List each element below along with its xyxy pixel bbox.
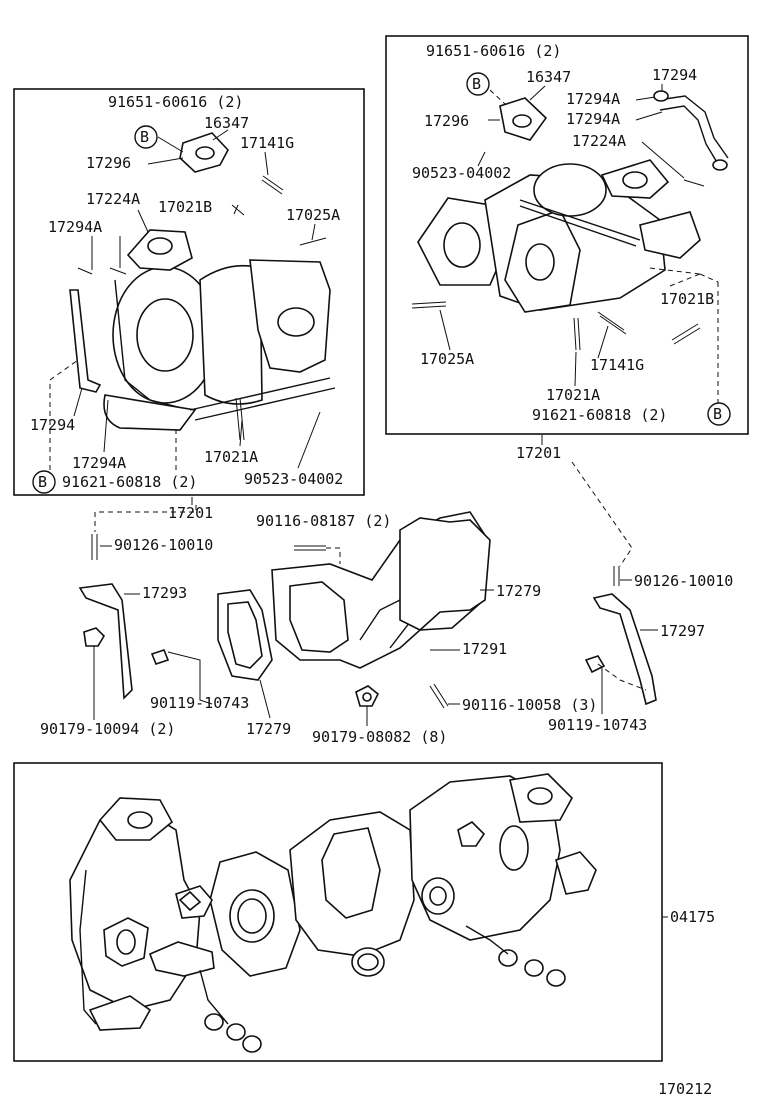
right-label-17294a-2: 17294A [566, 110, 620, 128]
right-label-91651-60616: 91651-60616 (2) [426, 42, 561, 60]
right-assembly-frame [385, 35, 749, 435]
label-90179-10094: 90179-10094 (2) [40, 720, 175, 738]
left-label-17021b: 17021B [158, 198, 212, 216]
right-reference-b-bottom: B [713, 405, 722, 423]
left-reference-b-top-circle [134, 125, 158, 149]
right-label-17294a-1: 17294A [566, 90, 620, 108]
left-label-17141g: 17141G [240, 134, 294, 152]
label-90126-10010-left: 90126-10010 [114, 536, 213, 554]
right-label-17021a: 17021A [546, 386, 600, 404]
left-label-17025a: 17025A [286, 206, 340, 224]
right-label-17224a: 17224A [572, 132, 626, 150]
left-label-17296: 17296 [86, 154, 131, 172]
right-label-17021b: 17021B [660, 290, 714, 308]
left-label-91651-60616: 91651-60616 (2) [108, 93, 243, 111]
label-90119-10743-right: 90119-10743 [548, 716, 647, 734]
label-90116-08187: 90116-08187 (2) [256, 512, 391, 530]
label-17293: 17293 [142, 584, 187, 602]
right-assembly-number: 17201 [516, 444, 561, 462]
left-assembly-number: 17201 [168, 504, 213, 522]
right-label-16347: 16347 [526, 68, 571, 86]
label-90179-08082: 90179-08082 (8) [312, 728, 447, 746]
right-label-91621-60818: 91621-60818 (2) [532, 406, 667, 424]
figure-number: 170212 [658, 1080, 712, 1098]
middle-leader-lines [93, 545, 658, 726]
right-turbocharger-drawing [411, 90, 729, 351]
left-reference-b-top: B [140, 128, 149, 146]
label-04175: 04175 [670, 908, 715, 926]
left-label-17294a-top: 17294A [48, 218, 102, 236]
label-17297: 17297 [660, 622, 705, 640]
label-17279-left: 17279 [246, 720, 291, 738]
label-90126-10010-right: 90126-10010 [634, 572, 733, 590]
label-90119-10743-left: 90119-10743 [150, 694, 249, 712]
right-reference-b-bottom-circle [707, 402, 731, 426]
left-label-90523-04002: 90523-04002 [244, 470, 343, 488]
gasket-kit-frame [13, 762, 663, 1062]
left-label-17021a: 17021A [204, 448, 258, 466]
left-reference-b-bottom: B [38, 473, 47, 491]
right-label-17296: 17296 [424, 112, 469, 130]
middle-parts-drawing [78, 511, 657, 709]
left-label-17224a: 17224A [86, 190, 140, 208]
right-label-17294: 17294 [652, 66, 697, 84]
label-17291: 17291 [462, 640, 507, 658]
left-label-16347: 16347 [204, 114, 249, 132]
label-17279-right: 17279 [496, 582, 541, 600]
label-90116-10058: 90116-10058 (3) [462, 696, 597, 714]
assembly-connector-lines [94, 461, 633, 567]
gasket-kit-drawing [69, 773, 597, 1053]
left-label-91621-60818: 91621-60818 (2) [62, 473, 197, 491]
left-label-17294: 17294 [30, 416, 75, 434]
left-leader-lines [49, 129, 321, 470]
right-label-90523-04002: 90523-04002 [412, 164, 511, 182]
left-reference-b-bottom-circle [32, 470, 56, 494]
right-reference-b-top: B [472, 75, 481, 93]
right-label-17141g: 17141G [590, 356, 644, 374]
left-assembly-frame [13, 88, 365, 496]
right-leader-lines [439, 84, 719, 403]
right-reference-b-top-circle [466, 72, 490, 96]
left-label-17294a-bottom: 17294A [72, 454, 126, 472]
right-label-17025a: 17025A [420, 350, 474, 368]
left-turbocharger-drawing [69, 132, 336, 441]
